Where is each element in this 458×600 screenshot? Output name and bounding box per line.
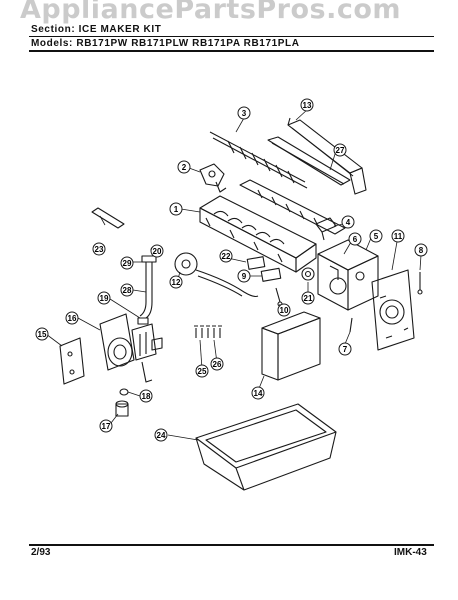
header-rule-bottom	[29, 50, 434, 52]
fill-cup-part	[315, 217, 337, 241]
callout-16-label: 16	[68, 314, 77, 323]
callout-21: 21	[301, 291, 315, 305]
callout-14: 14	[251, 386, 265, 400]
callout-8-label: 8	[419, 246, 424, 255]
callout-7-label: 7	[343, 345, 348, 354]
nut-part	[119, 388, 129, 396]
callout-3-label: 3	[242, 109, 247, 118]
callout-1-label: 1	[174, 205, 179, 214]
footer-code: IMK-43	[394, 547, 427, 558]
callout-29: 29	[120, 256, 134, 270]
bracket-part	[59, 337, 85, 385]
callout-29-label: 29	[123, 259, 132, 268]
callout-8: 8	[414, 243, 428, 257]
footer-date: 2/93	[31, 547, 51, 558]
callout-9: 9	[237, 269, 251, 283]
screw-part-2	[349, 317, 353, 333]
callouts: 1 2 3 4 5 6 7 8 9 10 11 12 13 14 15 16 1…	[35, 98, 428, 442]
callout-18-label: 18	[142, 392, 151, 401]
callout-25: 25	[195, 364, 209, 378]
callout-9-label: 9	[242, 272, 247, 281]
callout-7: 7	[338, 342, 352, 356]
callout-15: 15	[35, 327, 49, 341]
callout-20: 20	[150, 244, 164, 258]
callout-6: 6	[348, 232, 362, 246]
callout-15-label: 15	[38, 330, 47, 339]
callout-26-label: 26	[213, 360, 222, 369]
callout-5-label: 5	[374, 232, 379, 241]
callout-21-label: 21	[304, 294, 313, 303]
callout-22: 22	[219, 249, 233, 263]
motor-housing-part	[317, 239, 379, 311]
gear-part	[301, 267, 315, 281]
callout-12-label: 12	[172, 278, 181, 287]
callout-3: 3	[237, 106, 251, 120]
callout-19-label: 19	[100, 294, 109, 303]
callout-24-label: 24	[157, 431, 166, 440]
callout-20-label: 20	[153, 247, 162, 256]
fill-tube-part	[137, 246, 158, 325]
bearing-part	[199, 163, 227, 193]
header-rule-top	[29, 36, 434, 37]
callout-2: 2	[177, 160, 191, 174]
shutoff-arm-part	[91, 207, 125, 229]
models-label: Models:	[31, 38, 73, 49]
callout-18: 18	[139, 389, 153, 403]
callout-28-label: 28	[123, 286, 132, 295]
callout-22-label: 22	[222, 252, 231, 261]
callout-10: 10	[277, 303, 291, 317]
shield-part	[287, 117, 367, 195]
callout-19: 19	[97, 291, 111, 305]
callout-27: 27	[333, 143, 347, 157]
section-label: Section: ICE MAKER KIT	[31, 24, 162, 35]
callout-1: 1	[169, 202, 183, 216]
callout-14-label: 14	[254, 389, 263, 398]
coupling-part	[115, 400, 129, 417]
callout-26: 26	[210, 357, 224, 371]
cover-block-part	[261, 311, 321, 381]
callout-23-label: 23	[95, 245, 104, 254]
callout-4: 4	[341, 215, 355, 229]
callout-28: 28	[120, 283, 134, 297]
cover-plate-part	[371, 269, 415, 351]
screw-part	[417, 272, 423, 295]
callout-27-label: 27	[336, 146, 345, 155]
callout-6-label: 6	[353, 235, 358, 244]
models-line: Models: RB171PW RB171PLW RB171PA RB171PL…	[31, 38, 300, 49]
watermark: AppliancePartsPros.com	[20, 0, 402, 25]
ejector-part	[209, 131, 308, 189]
footer-rule	[29, 544, 434, 546]
thermostat-part	[174, 252, 259, 298]
callout-25-label: 25	[198, 367, 207, 376]
models-list: RB171PW RB171PLW RB171PA RB171PLA	[76, 38, 300, 49]
callout-4-label: 4	[346, 218, 351, 227]
callout-5: 5	[369, 229, 383, 243]
callout-13-label: 13	[303, 101, 312, 110]
callout-13: 13	[300, 98, 314, 112]
callout-10-label: 10	[280, 306, 289, 315]
callout-12: 12	[169, 275, 183, 289]
callout-17-label: 17	[102, 422, 111, 431]
callout-23: 23	[92, 242, 106, 256]
callout-11-label: 11	[394, 232, 403, 241]
mold-part	[199, 195, 317, 273]
callout-2-label: 2	[182, 163, 187, 172]
callout-11: 11	[391, 229, 405, 243]
callout-16: 16	[65, 311, 79, 325]
leader-lines	[45, 108, 422, 441]
callout-17: 17	[99, 419, 113, 433]
water-valve-part	[99, 313, 163, 383]
screws-group-part	[194, 325, 222, 338]
stripper-bar-part	[267, 136, 351, 186]
ice-stripper-part	[239, 179, 346, 235]
switch-part	[246, 256, 283, 307]
ice-bin-part	[195, 403, 337, 491]
callout-24: 24	[154, 428, 168, 442]
